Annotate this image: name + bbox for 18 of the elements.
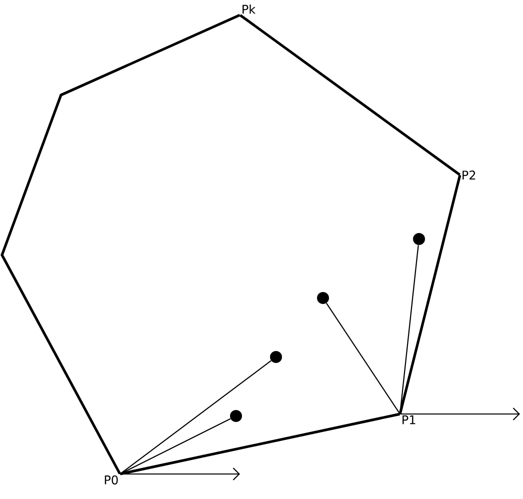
vertex-label: P2 [462,170,476,180]
polygon-side [398,174,462,414]
line [120,360,272,474]
line [120,418,231,474]
point-dot [270,351,282,363]
arrow [120,468,240,480]
line [399,245,419,414]
point-dot [413,233,425,245]
arrow [400,408,520,420]
polygon-side [0,14,240,474]
polygon-side [239,14,461,176]
vertex-label: Pk [242,4,256,14]
vertex-label: P0 [104,475,118,484]
line [326,302,400,414]
point-dot [230,410,242,422]
point-dot [317,292,329,304]
polygon-side [120,412,400,476]
vertex-label: P1 [402,415,416,424]
